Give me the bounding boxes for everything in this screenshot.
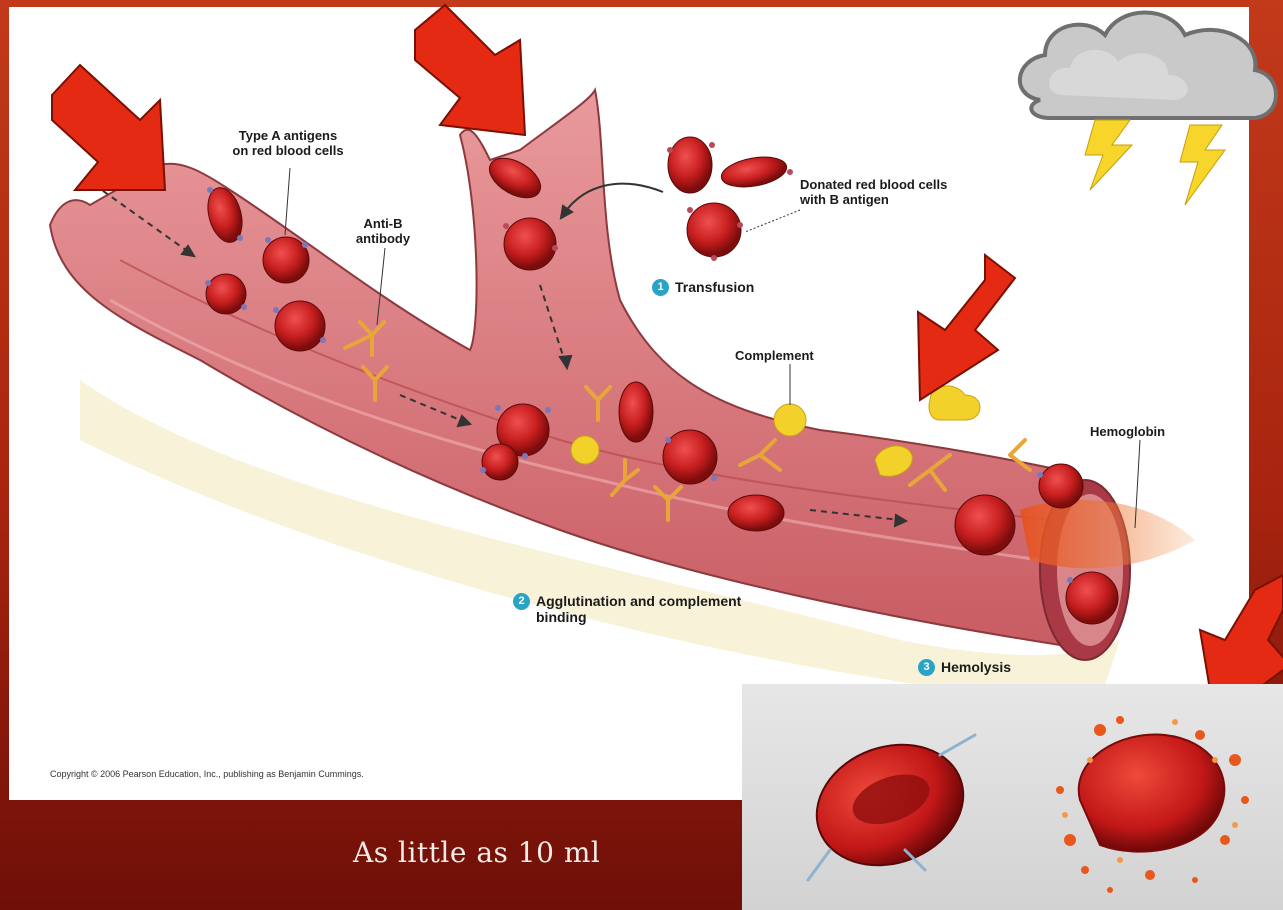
lysed-red-blood-cell	[1056, 716, 1249, 893]
slide-caption: As little as 10 ml	[353, 836, 600, 869]
